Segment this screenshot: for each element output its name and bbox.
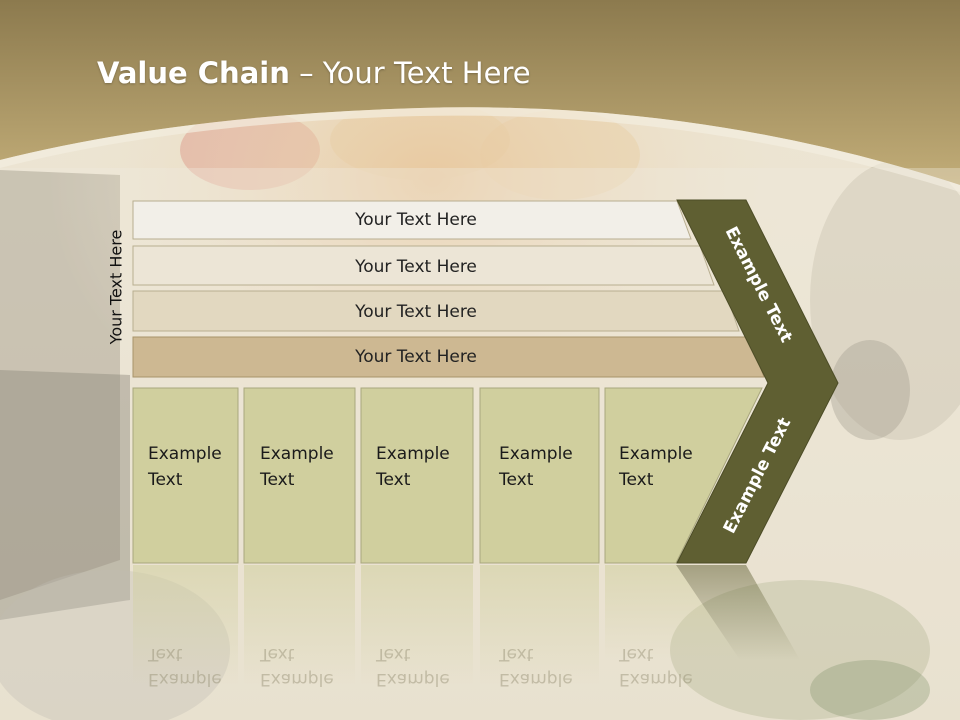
cell-reflection xyxy=(361,565,473,685)
row-label: Your Text Here xyxy=(354,210,477,230)
row-bar xyxy=(132,200,692,240)
cell-reflection-text: Example xyxy=(260,669,334,689)
cell-text: Example xyxy=(376,444,450,464)
cell-reflection-text: Text xyxy=(259,644,295,664)
cell-text: Example xyxy=(260,444,334,464)
cell-reflection-text: Text xyxy=(375,644,411,664)
row-bar xyxy=(132,336,765,378)
cell-reflection-text: Text xyxy=(147,644,183,664)
cell-text: Text xyxy=(147,470,183,490)
cell-reflection-text: Example xyxy=(619,669,693,689)
cell-reflection-text: Example xyxy=(376,669,450,689)
cell-reflection xyxy=(133,565,238,685)
cell-text: Text xyxy=(498,470,534,490)
cell-reflection-text: Example xyxy=(148,669,222,689)
cell-reflection-text: Text xyxy=(618,644,654,664)
cell-reflection-text: Text xyxy=(498,644,534,664)
cell-box xyxy=(243,387,356,564)
slide-title: Value Chain – Your Text Here xyxy=(97,56,531,90)
cell-text: Example xyxy=(499,444,573,464)
cell-box xyxy=(360,387,474,564)
cell-group: Example Text Example Text Example Text E… xyxy=(132,387,763,564)
cell-reflection xyxy=(244,565,355,685)
cell-reflection xyxy=(480,565,599,685)
cell-text: Example xyxy=(619,444,693,464)
row-group: Your Text Here Your Text Here Your Text … xyxy=(132,200,765,378)
cell-text: Example xyxy=(148,444,222,464)
cell-text: Text xyxy=(618,470,654,490)
row-bar xyxy=(132,245,715,286)
reflection-group: Example Text Example Text Example Text E… xyxy=(133,565,800,689)
title-rest: – Your Text Here xyxy=(289,56,531,90)
cell-reflection xyxy=(605,565,740,660)
cell-reflection-text: Example xyxy=(499,669,573,689)
row-label: Your Text Here xyxy=(354,257,477,277)
cell-box xyxy=(479,387,600,564)
row-label: Your Text Here xyxy=(354,347,477,367)
cell-text: Text xyxy=(259,470,295,490)
cell-box xyxy=(604,387,763,564)
row-bar xyxy=(132,290,740,332)
row-label: Your Text Here xyxy=(354,302,477,322)
title-bold: Value Chain xyxy=(97,56,290,90)
cell-text: Text xyxy=(375,470,411,490)
cell-box xyxy=(132,387,239,564)
arrow-reflection xyxy=(676,565,800,660)
chevron-arrow-shape xyxy=(676,199,839,564)
